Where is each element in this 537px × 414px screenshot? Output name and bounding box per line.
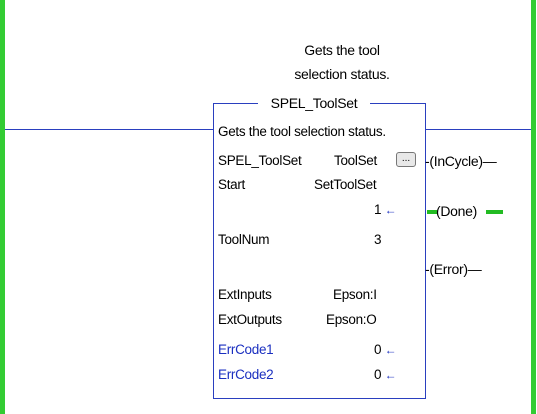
block-description: Gets the tool selection status.: [218, 124, 386, 139]
done-output[interactable]: (Done): [436, 202, 477, 220]
extinputs-value[interactable]: Epson:I: [333, 287, 377, 302]
description-line-1: Gets the tool: [304, 42, 380, 58]
instance-label: SPEL_ToolSet: [218, 153, 302, 168]
left-power-rail: [0, 0, 5, 414]
instruction-description: Gets the tool selection status.: [252, 38, 432, 86]
done-close-paren: ): [472, 203, 478, 219]
right-power-rail: [531, 0, 536, 414]
incycle-label: InCycle: [433, 153, 479, 169]
start-value[interactable]: SetToolSet: [314, 177, 377, 192]
block-top-border-right: [370, 103, 426, 104]
incycle-close-paren: )—: [478, 153, 497, 169]
error-close-paren: )—: [463, 261, 482, 277]
left-arrow-icon: ←: [384, 203, 397, 217]
done-energized-wire-left: [427, 210, 437, 214]
start-label: Start: [218, 177, 246, 192]
rung-wire-right[interactable]: [426, 129, 531, 130]
error-output[interactable]: -(Error)—: [425, 260, 482, 278]
incycle-output[interactable]: -(InCycle)—: [425, 152, 497, 170]
error-open-paren: -(: [425, 261, 434, 277]
incycle-open-paren: -(: [425, 153, 434, 169]
errcode1-value: 0 ←: [374, 341, 397, 359]
start-result-number: 1: [374, 202, 382, 217]
extoutputs-value[interactable]: Epson:O: [326, 312, 377, 327]
errcode2-number: 0: [374, 367, 382, 382]
errcode1-label: ErrCode1: [218, 342, 274, 357]
errcode2-label: ErrCode2: [218, 367, 274, 382]
block-title[interactable]: SPEL_ToolSet: [258, 94, 370, 112]
instance-value[interactable]: ToolSet: [334, 153, 377, 168]
done-open-paren: (: [436, 203, 441, 219]
done-energized-wire-right: [486, 210, 503, 214]
errcode2-value: 0 ←: [374, 366, 397, 384]
description-line-2: selection status.: [294, 66, 390, 82]
toolnum-value[interactable]: 3: [374, 232, 382, 247]
extoutputs-label: ExtOutputs: [218, 312, 282, 327]
left-arrow-icon: ←: [384, 343, 397, 357]
errcode1-number: 0: [374, 342, 382, 357]
left-arrow-icon: ←: [384, 368, 397, 382]
error-label: Error: [433, 261, 464, 277]
extinputs-label: ExtInputs: [218, 287, 272, 302]
start-result-value: 1 ←: [374, 201, 397, 219]
done-label: Done: [440, 203, 473, 219]
toolnum-label: ToolNum: [218, 232, 270, 247]
spel-toolset-block[interactable]: [213, 103, 426, 399]
block-top-border-left: [213, 103, 258, 104]
rung-wire-left[interactable]: [5, 129, 213, 130]
ellipsis-button[interactable]: ...: [396, 152, 416, 167]
